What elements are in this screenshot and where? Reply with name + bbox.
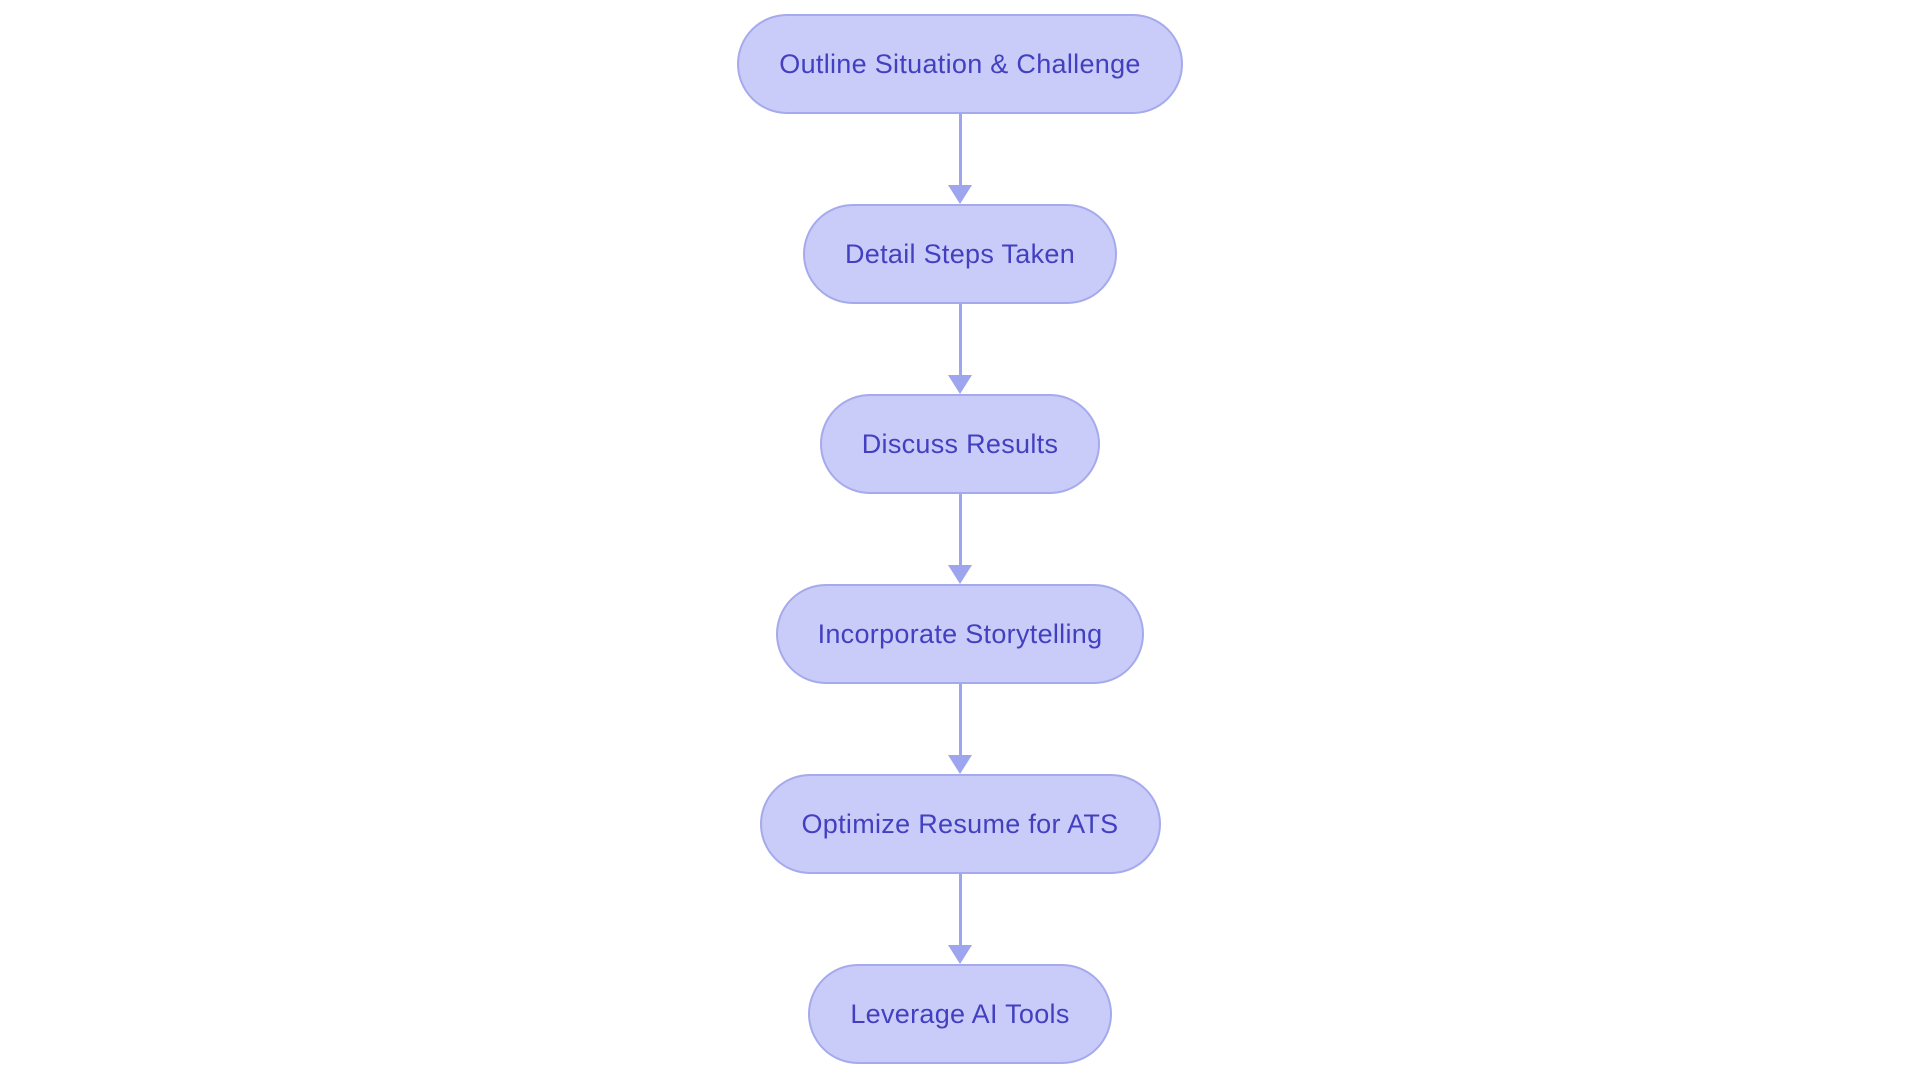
flow-arrow-1 xyxy=(948,114,972,204)
arrowhead-down-icon xyxy=(948,945,972,964)
flow-node-discuss-results: Discuss Results xyxy=(819,394,1101,494)
flow-node-optimize-resume-for-ats: Optimize Resume for ATS xyxy=(759,774,1161,874)
flow-node-label: Detail Steps Taken xyxy=(844,238,1076,269)
arrow-line xyxy=(958,114,962,185)
flow-node-label: Outline Situation & Challenge xyxy=(779,48,1141,79)
flow-node-label: Incorporate Storytelling xyxy=(817,618,1103,649)
flow-node-incorporate-storytelling: Incorporate Storytelling xyxy=(775,584,1145,684)
flow-node-label: Leverage AI Tools xyxy=(850,998,1070,1029)
flow-node-label: Discuss Results xyxy=(861,428,1059,459)
flow-node-leverage-ai-tools: Leverage AI Tools xyxy=(808,964,1112,1064)
arrow-line xyxy=(958,494,962,565)
flow-arrow-2 xyxy=(948,304,972,394)
arrowhead-down-icon xyxy=(948,755,972,774)
arrowhead-down-icon xyxy=(948,565,972,584)
flow-node-detail-steps-taken: Detail Steps Taken xyxy=(802,204,1118,304)
arrow-line xyxy=(958,684,962,755)
flow-arrow-5 xyxy=(948,874,972,964)
arrow-line xyxy=(958,874,962,945)
arrow-line xyxy=(958,304,962,375)
flow-node-outline-situation-challenge: Outline Situation & Challenge xyxy=(737,14,1183,114)
flow-arrow-3 xyxy=(948,494,972,584)
arrowhead-down-icon xyxy=(948,375,972,394)
arrowhead-down-icon xyxy=(948,185,972,204)
flow-arrow-4 xyxy=(948,684,972,774)
flow-node-label: Optimize Resume for ATS xyxy=(801,808,1119,839)
